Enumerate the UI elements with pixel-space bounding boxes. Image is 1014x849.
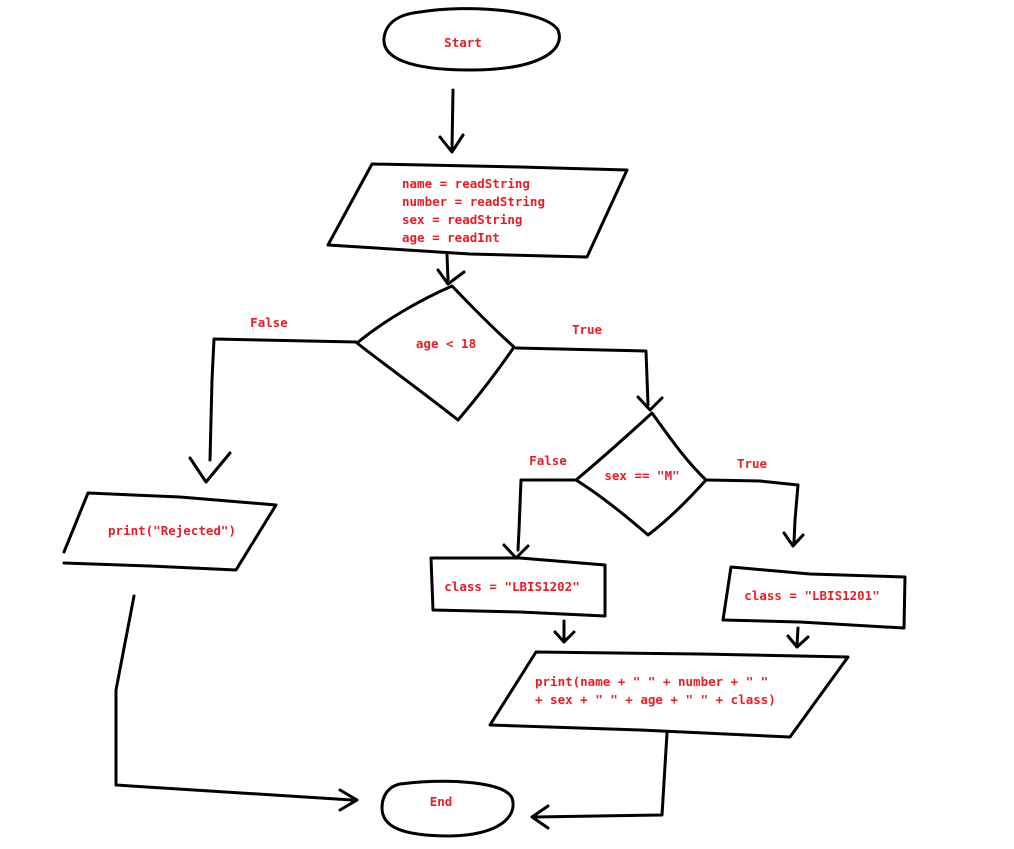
edge-rejected-to-end (114, 594, 359, 812)
class-male-process-shape (721, 565, 907, 630)
input-node: name = readString number = readString se… (326, 162, 629, 259)
arrow-input-to-age (436, 253, 466, 286)
start-node: Start (382, 7, 561, 72)
output-node: print(name + " " + number + " " + sex + … (488, 650, 850, 739)
output-io-shape (488, 650, 850, 739)
edge-sex-false: False (502, 453, 577, 560)
rejected-label: print("Rejected") (108, 523, 236, 538)
edge-age-false: False (188, 315, 358, 484)
age-decision-shape (355, 284, 516, 422)
class-female-label: class = "LBIS1202" (444, 579, 579, 594)
arrow-class-male-to-output (786, 626, 810, 649)
input-line-3: sex = readString (402, 212, 522, 227)
input-line-2: number = readString (402, 194, 545, 209)
end-label: End (430, 794, 453, 809)
sex-false-label: False (529, 453, 567, 468)
start-terminator-shape (382, 7, 561, 72)
sex-true-label: True (737, 456, 768, 471)
age-decision-label: age < 18 (416, 336, 476, 351)
start-label: Start (444, 35, 482, 50)
class-female-process-shape (429, 556, 607, 618)
age-decision-node: age < 18 (355, 284, 516, 422)
end-node: End (380, 779, 515, 838)
arrow-start-to-input (438, 88, 465, 154)
sex-decision-shape (574, 411, 708, 537)
class-male-label: class = "LBIS1201" (744, 588, 879, 603)
edge-age-true: True (514, 322, 664, 412)
edge-sex-true: True (705, 456, 805, 548)
output-line-1: print(name + " " + number + " " (535, 674, 768, 689)
end-terminator-shape (380, 779, 515, 838)
input-line-4: age = readInt (402, 230, 500, 245)
sex-decision-node: sex == "M" (574, 411, 708, 537)
rejected-io-shape (62, 491, 278, 572)
class-female-node: class = "LBIS1202" (429, 556, 607, 618)
class-male-node: class = "LBIS1201" (721, 565, 907, 630)
edge-output-to-end (530, 731, 669, 830)
arrow-class-female-to-output (553, 619, 576, 644)
age-false-label: False (250, 315, 288, 330)
rejected-node: print("Rejected") (62, 491, 278, 572)
sex-decision-label: sex == "M" (604, 468, 679, 483)
age-true-label: True (572, 322, 603, 337)
input-io-shape (326, 162, 629, 259)
input-line-1: name = readString (402, 176, 530, 191)
output-line-2: + sex + " " + age + " " + class) (535, 692, 776, 707)
